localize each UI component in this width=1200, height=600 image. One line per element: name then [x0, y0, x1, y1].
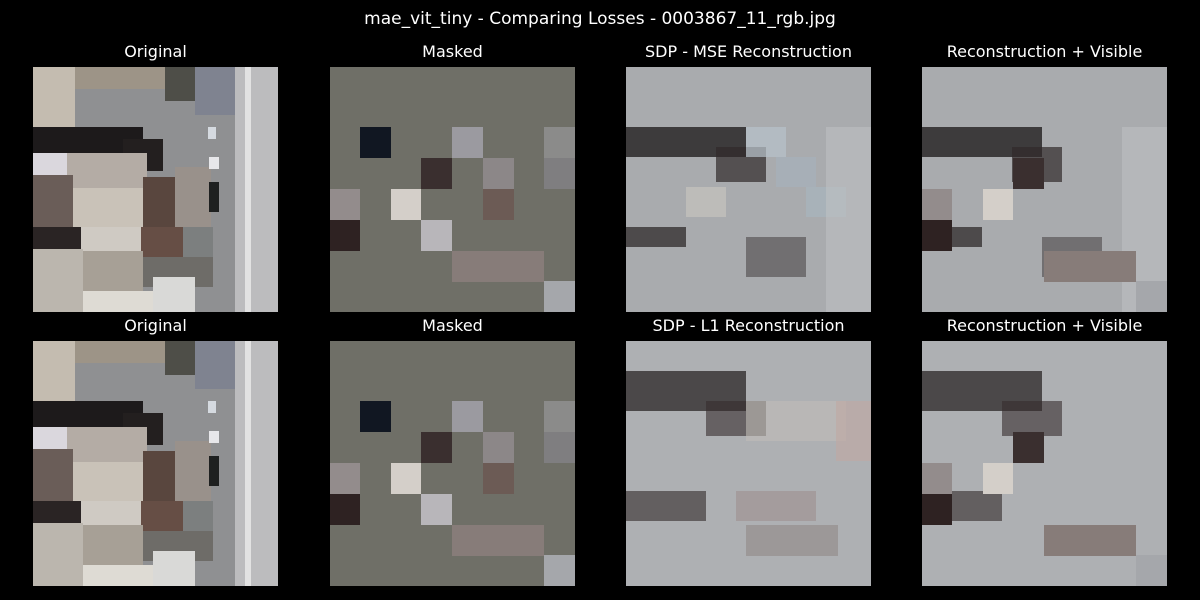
panel-title-original-row2: Original — [124, 316, 187, 335]
reconstruction-visible-image-row1 — [922, 67, 1167, 312]
masked-image-svg — [330, 341, 575, 586]
reconstruction-visible-image-svg — [922, 67, 1167, 312]
original-image-svg — [33, 341, 278, 586]
panel-title-masked-row2: Masked — [422, 316, 483, 335]
original-image-row1 — [33, 67, 278, 312]
original-image-row2 — [33, 341, 278, 586]
panel-title-reconstruction-row2: SDP - L1 Reconstruction — [652, 316, 845, 335]
masked-image-row1 — [330, 67, 575, 312]
masked-image-row2 — [330, 341, 575, 586]
panel-title-reconstruction-row1: SDP - MSE Reconstruction — [645, 42, 852, 61]
panel-title-masked-row1: Masked — [422, 42, 483, 61]
panel-title-original-row1: Original — [124, 42, 187, 61]
reconstruction-visible-image-row2 — [922, 341, 1167, 586]
reconstruction-visible-image-svg — [922, 341, 1167, 586]
reconstruction-image-row1 — [626, 67, 871, 312]
panel-title-reconstruction-visible-row2: Reconstruction + Visible — [946, 316, 1143, 335]
masked-image-svg — [330, 67, 575, 312]
reconstruction-image-row2 — [626, 341, 871, 586]
figure-title: mae_vit_tiny - Comparing Losses - 000386… — [364, 9, 836, 29]
panel-title-reconstruction-visible-row1: Reconstruction + Visible — [946, 42, 1143, 61]
reconstruction-image-svg — [626, 341, 871, 586]
original-image-svg — [33, 67, 278, 312]
reconstruction-image-svg — [626, 67, 871, 312]
